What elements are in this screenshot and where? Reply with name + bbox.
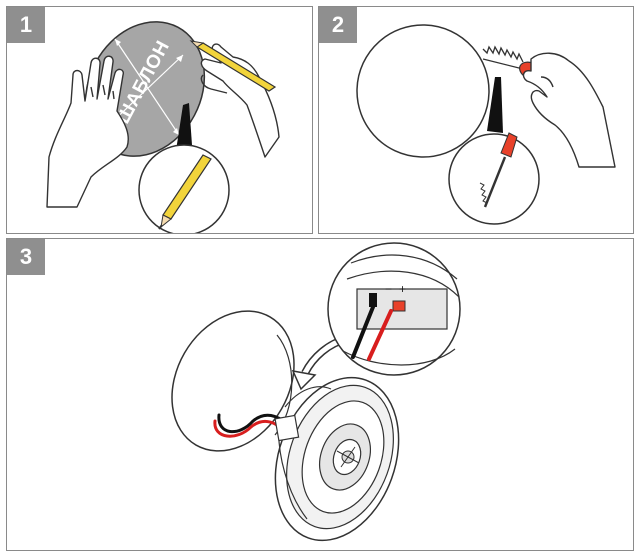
step-3-panel: 3 bbox=[6, 238, 634, 551]
hand-holding-saw bbox=[522, 52, 616, 168]
step-1-panel: 1 ШАБЛОН bbox=[6, 6, 313, 234]
step-2-badge: 2 bbox=[319, 7, 357, 43]
step-3-illustration: − + bbox=[171, 242, 461, 542]
step-2-panel: 2 bbox=[318, 6, 634, 234]
step-1-illustration: ШАБЛОН bbox=[46, 21, 280, 233]
saw-blade bbox=[482, 45, 524, 70]
terminal-negative-label: − bbox=[385, 282, 392, 296]
red-wire bbox=[367, 309, 393, 361]
black-wire bbox=[351, 305, 375, 359]
terminal-positive-label: + bbox=[399, 282, 406, 296]
step-1-badge: 1 bbox=[7, 7, 45, 43]
zoom-circle-pencil bbox=[138, 144, 230, 233]
speaker bbox=[274, 376, 400, 542]
ceiling-panel bbox=[356, 24, 490, 158]
zoom-circle-terminals: − + bbox=[327, 242, 461, 376]
pencil bbox=[189, 40, 277, 92]
right-hand bbox=[200, 43, 280, 158]
step-3-badge: 3 bbox=[7, 239, 45, 275]
zoom-pointer bbox=[487, 77, 503, 133]
step-2-illustration bbox=[356, 24, 616, 225]
zoom-circle-saw bbox=[448, 132, 540, 225]
left-hand bbox=[46, 55, 129, 208]
